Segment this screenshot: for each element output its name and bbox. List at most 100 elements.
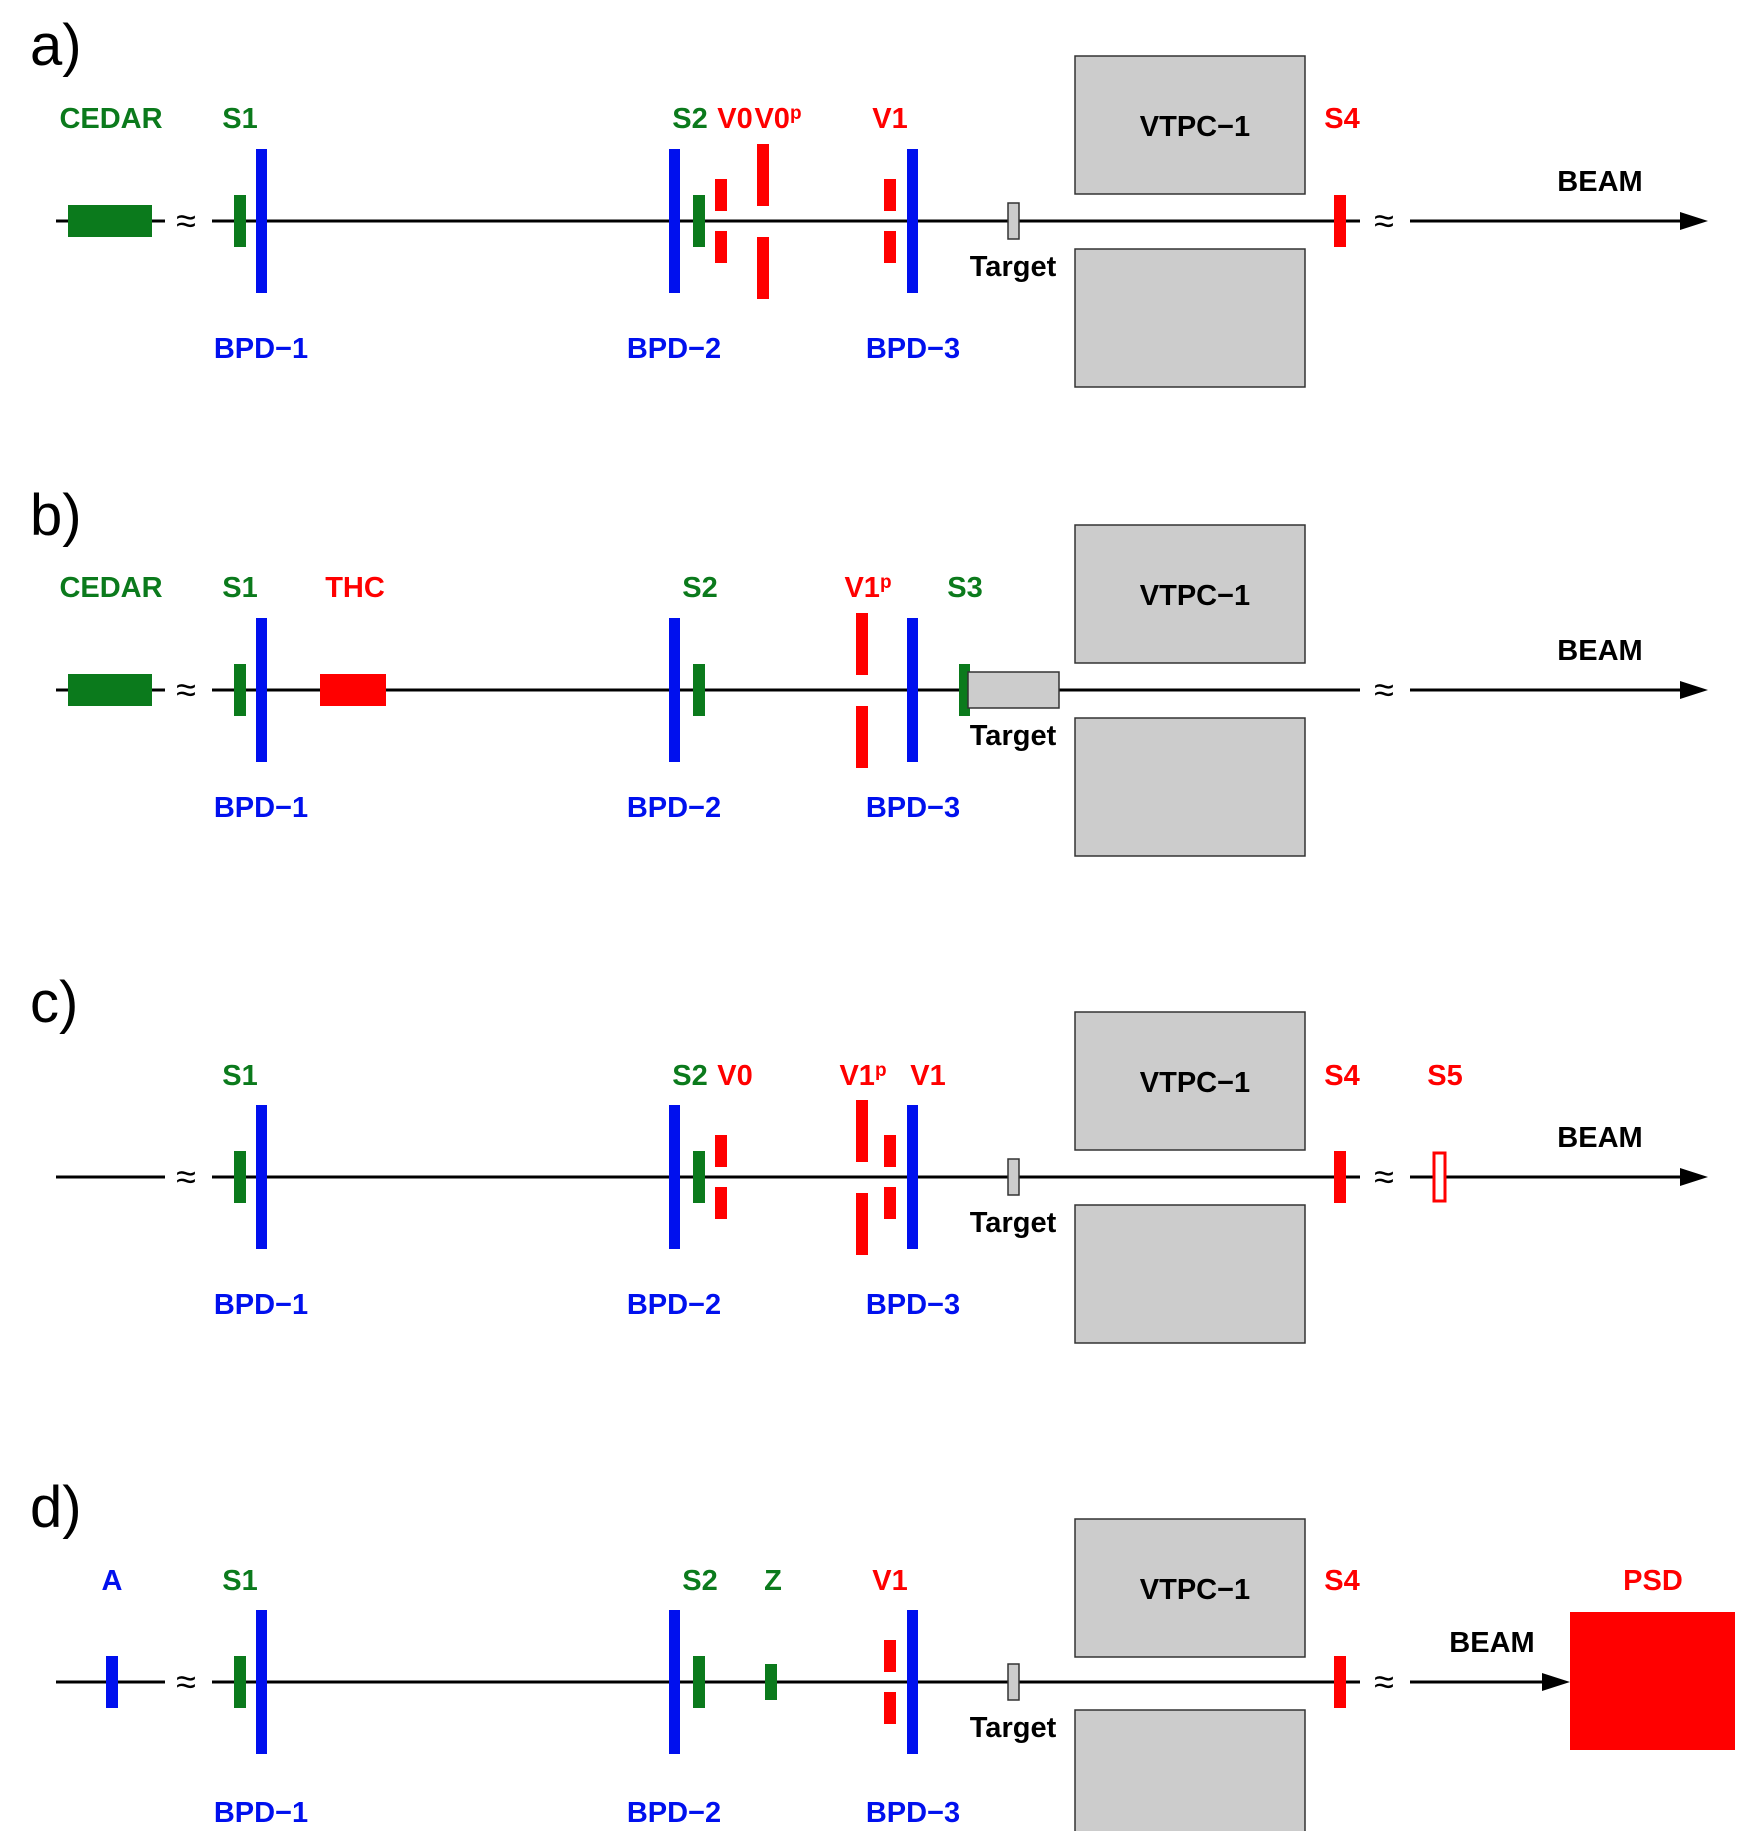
top-label-s4-text: S4 [1324,103,1359,135]
beam-break-icon: ≈ [176,1661,196,1702]
top-label-s4-text: S4 [1324,1565,1359,1597]
vtpc-lower-box [1074,248,1306,388]
bpd1-detector [256,149,267,293]
bpd1-label: BPD−1 [214,333,308,365]
top-label-v1: V1 [872,103,907,135]
beam-break-icon: ≈ [176,1156,196,1197]
top-label-s2-text: S2 [682,572,717,604]
bpd3-label: BPD−3 [866,333,960,365]
v1-upper [884,179,896,211]
beam-label: BEAM [1557,635,1642,667]
s2-counter [693,1151,705,1203]
s5-counter [1432,1151,1447,1203]
vtpc-lower-box [1074,1709,1306,1831]
top-label-s2: S2 [682,572,717,604]
top-label-s1-text: S1 [222,1565,257,1597]
panel-label: c) [30,970,78,1035]
bpd3-label: BPD−3 [866,792,960,824]
top-label-v1-text: V1 [872,1565,907,1597]
top-label-v1-p: V1p [844,572,891,604]
top-label-v0-p-text: V0 [754,103,789,135]
v1p-upper [856,1100,868,1162]
bpd3-detector [907,618,918,762]
bpd3-label: BPD−3 [866,1289,960,1321]
bpd1-label: BPD−1 [214,1289,308,1321]
top-label-thc: THC [325,572,385,604]
thc-detector [320,674,386,706]
vtpc-upper-box [1074,1011,1306,1151]
v0p-lower [757,237,769,299]
target-label: Target [970,1712,1057,1744]
v1-lower [884,231,896,263]
vtpc-upper-box [1074,1518,1306,1658]
psd-detector [1570,1612,1735,1750]
s2-counter [693,195,705,247]
beam-arrow-icon [1680,681,1708,699]
top-label-s2: S2 [672,103,707,135]
vtpc-upper-box [1074,524,1306,664]
top-label-s5-text: S5 [1427,1060,1462,1092]
top-label-s3-text: S3 [947,572,982,604]
top-label-v1-p-text: V1 [839,1060,874,1092]
s2-counter [693,664,705,716]
bpd1-detector [256,618,267,762]
vtpc-upper-box [1074,55,1306,195]
bpd2-label: BPD−2 [627,792,721,824]
bpd2-detector [669,149,680,293]
target-cell [1007,202,1020,240]
beam-break-icon: ≈ [1374,200,1394,241]
top-label-v0-p-superscript: p [790,103,802,124]
bpd3-detector [907,149,918,293]
s1-counter [234,195,246,247]
v0-upper [715,1135,727,1167]
top-label-v0-text: V0 [717,103,752,135]
top-label-a-text: A [102,1565,123,1597]
bpd3-detector [907,1610,918,1754]
beam-label: BEAM [1557,1122,1642,1154]
top-label-v1-p-superscript: p [880,572,892,593]
top-label-v0: V0 [717,103,752,135]
top-label-s4: S4 [1324,1060,1359,1092]
v1p-upper [856,613,868,675]
top-label-cedar-text: CEDAR [59,103,162,135]
top-label-s2: S2 [672,1060,707,1092]
beam-break-icon: ≈ [176,669,196,710]
top-label-s1: S1 [222,1565,257,1597]
top-label-v1: V1 [872,1565,907,1597]
top-label-v1-text: V1 [910,1060,945,1092]
vtpc-lower-box [1074,1204,1306,1344]
target-cell [1007,1158,1020,1196]
top-label-s1-text: S1 [222,1060,257,1092]
beam-arrow-icon [1680,212,1708,230]
vtpc-label: VTPC−1 [1140,111,1250,143]
top-label-z-text: Z [764,1565,782,1597]
beam-break-icon: ≈ [176,200,196,241]
top-label-v1-p-text: V1 [844,572,879,604]
v1-lower [884,1692,896,1724]
s1-counter [234,664,246,716]
bpd1-label: BPD−1 [214,792,308,824]
top-label-s3: S3 [947,572,982,604]
top-label-s2-text: S2 [672,103,707,135]
top-label-s1: S1 [222,1060,257,1092]
panel-label: d) [30,1475,82,1540]
s3-counter [959,664,970,716]
s1-counter [234,1656,246,1708]
bpd2-label: BPD−2 [627,1797,721,1829]
s4-counter [1334,195,1346,247]
top-label-cedar: CEDAR [59,103,162,135]
beam-break-icon: ≈ [1374,669,1394,710]
s2-counter [693,1656,705,1708]
beam-break-icon: ≈ [1374,1661,1394,1702]
panel-label: b) [30,483,82,548]
cedar-detector [68,674,152,706]
top-label-psd-text: PSD [1623,1565,1683,1597]
vtpc-label: VTPC−1 [1140,1067,1250,1099]
top-label-z: Z [764,1565,782,1597]
v1-upper [884,1640,896,1672]
v0-lower [715,231,727,263]
v1-upper [884,1135,896,1167]
